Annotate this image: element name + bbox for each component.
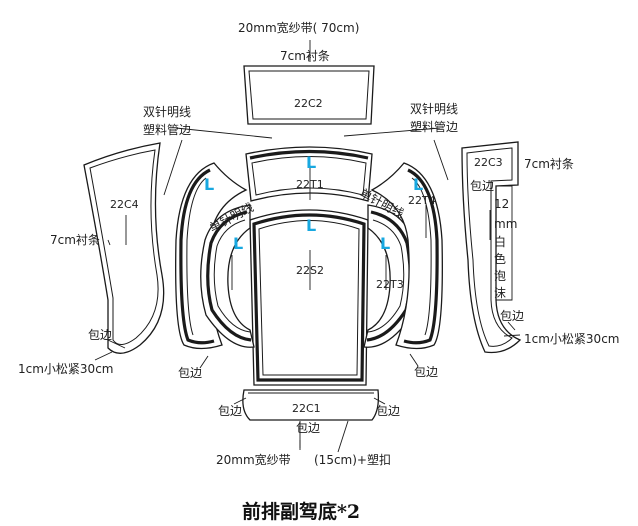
code-22c4: 22C4 [110, 198, 139, 211]
label-foam-2: 色 [494, 252, 506, 266]
label-double-left-2: 塑料管边 [143, 122, 191, 137]
label-foam-1: 白 [494, 234, 506, 249]
piece-22t1 [245, 146, 373, 202]
marker-l-right-ring: L [380, 234, 390, 253]
label-foam-3: 泡 [494, 269, 506, 283]
label-loose-left: 1cm小松紧30cm [18, 362, 113, 376]
label-double-left-1: 双针明线 [143, 104, 191, 119]
diagram-title: 前排副驾底*2 [242, 500, 360, 523]
label-edge-c3: 包边 [470, 179, 494, 193]
label-edge-c1-right: 包边 [376, 404, 400, 418]
piece-inner-left [200, 204, 255, 348]
piece-22c3 [461, 141, 522, 354]
label-edge-bottom-left: 包边 [178, 366, 202, 380]
code-22c2: 22C2 [294, 97, 323, 110]
leader-lines [94, 127, 521, 450]
code-22t3: 22T3 [376, 278, 404, 291]
piece-22t4 [370, 162, 443, 350]
piece-22c2 [243, 40, 375, 125]
marker-l-right-wing: L [413, 175, 423, 194]
label-strip-right: 7cm衬条 [524, 157, 574, 171]
label-double-right-2: 塑料管边 [410, 119, 458, 134]
code-22t1: 22T1 [296, 178, 324, 191]
label-tape-top: 20mm宽纱带( 70cm) [238, 20, 359, 35]
label-strip-top: 7cm衬条 [280, 49, 330, 63]
label-double-right-1: 双针明线 [410, 101, 458, 116]
marker-l-center: L [306, 216, 316, 235]
piece-22c4 [83, 142, 165, 354]
marker-l-left-wing: L [204, 175, 214, 194]
label-foam-12: 12 [494, 197, 509, 211]
label-edge-c4: 包边 [88, 328, 112, 342]
label-buckle: (15cm)+塑扣 [314, 452, 391, 467]
code-22c1: 22C1 [292, 402, 321, 415]
code-22s2: 22S2 [296, 264, 324, 277]
code-22t4: 22T4 [408, 194, 436, 207]
piece-22c1 [242, 389, 380, 453]
marker-l-top: L [306, 153, 316, 172]
label-edge-bottom-right: 包边 [414, 365, 438, 379]
label-loose-right: 1cm小松紧30cm [524, 332, 619, 346]
marker-l-left-ring: L [233, 234, 243, 253]
label-strip-left: 7cm衬条 [50, 233, 100, 247]
label-edge-c1-bottom: 包边 [296, 421, 320, 435]
label-foam-4: 沫 [494, 286, 506, 300]
label-tape-bottom: 20mm宽纱带 [216, 452, 291, 467]
label-edge-c3-bottom: 包边 [500, 309, 524, 323]
piece-22s2 [249, 209, 369, 386]
piece-22t2-left [175, 162, 248, 350]
label-edge-c1-left: 包边 [218, 404, 242, 418]
label-foam-mm: mm [494, 217, 517, 231]
code-22c3: 22C3 [474, 156, 503, 169]
